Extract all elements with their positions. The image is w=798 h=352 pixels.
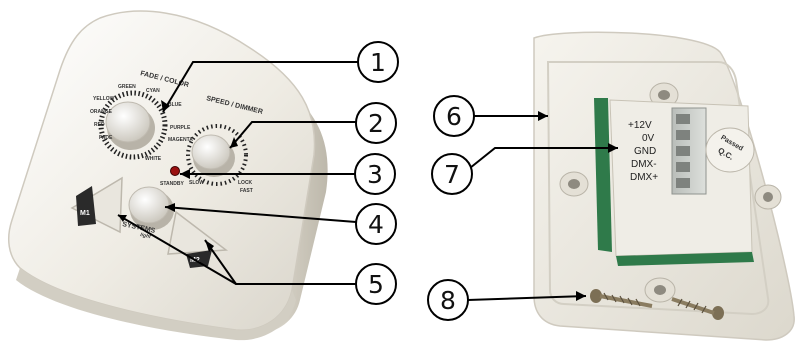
terminal-label-dmx-minus: DMX- <box>631 159 657 170</box>
callout-4-number: 4 <box>368 210 384 239</box>
callout-4: 4 <box>355 203 397 245</box>
callout-8: 8 <box>427 279 469 321</box>
callout-3: 3 <box>354 153 396 195</box>
speed-label-slow: SLOW <box>189 180 204 186</box>
color-label-cyan: CYAN <box>146 88 160 94</box>
callout-3-number: 3 <box>367 160 383 189</box>
color-label-red: RED <box>94 122 105 128</box>
callout-7-number: 7 <box>444 160 460 189</box>
fade-color-knob[interactable] <box>105 101 155 150</box>
color-label-blue: BLUE <box>168 102 182 108</box>
color-label-fade: FADE <box>99 135 113 141</box>
callout-8-number: 8 <box>440 286 456 315</box>
callout-5: 5 <box>355 263 397 305</box>
color-label-white: WHITE <box>145 156 162 162</box>
terminal-label-dmx-plus: DMX+ <box>630 172 658 183</box>
terminal-label-0v: 0V <box>642 133 655 144</box>
mounting-hole-left <box>559 171 589 197</box>
callout-1-number: 1 <box>370 48 386 77</box>
speed-label-fast: FAST <box>240 188 253 194</box>
front-panel: FADE / COLOR SPEED / DIMMER GREEN CYAN B… <box>7 10 328 341</box>
callout-6: 6 <box>433 95 475 137</box>
screw-left <box>590 289 653 308</box>
standby-label: STANDBY <box>160 181 184 187</box>
m2-button[interactable]: M2 <box>167 210 229 268</box>
speed-dimmer-knob[interactable] <box>191 134 235 177</box>
screw-right <box>671 297 724 320</box>
callout-1: 1 <box>357 41 399 83</box>
color-label-yellow: YELLOW <box>93 96 115 102</box>
mounting-hole-bottom <box>644 277 676 303</box>
leader-arrowheads <box>118 100 618 301</box>
terminal-label-gnd: GND <box>634 146 656 157</box>
callout-6-number: 6 <box>446 102 462 131</box>
speed-label-lock: LOCK <box>238 180 253 186</box>
mounting-hole-right <box>754 184 782 210</box>
callout-2: 2 <box>355 102 397 144</box>
brand-sub-label: light <box>140 232 152 240</box>
m1-button[interactable]: M1 <box>70 176 123 234</box>
standby-led <box>170 166 180 176</box>
back-panel: +12V 0V GND DMX- DMX+ Passed Q.C. <box>533 31 795 341</box>
callout-5-number: 5 <box>368 270 384 299</box>
m1-label: M1 <box>80 210 90 217</box>
terminal-block <box>671 107 707 195</box>
color-label-orange: ORANGE <box>90 109 113 115</box>
color-label-green: GREEN <box>118 84 136 90</box>
terminal-label-12v: +12V <box>628 120 652 131</box>
color-scale <box>98 90 168 160</box>
standby-button[interactable] <box>128 186 174 230</box>
callout-7: 7 <box>431 153 473 195</box>
color-label-magenta: MAGENTA <box>168 137 193 143</box>
color-label-purple: PURPLE <box>170 125 191 131</box>
leader-lines <box>117 61 618 301</box>
speed-scale <box>186 124 248 186</box>
callout-2-number: 2 <box>368 109 384 138</box>
qc-passed-sticker: Passed Q.C. <box>705 127 755 173</box>
